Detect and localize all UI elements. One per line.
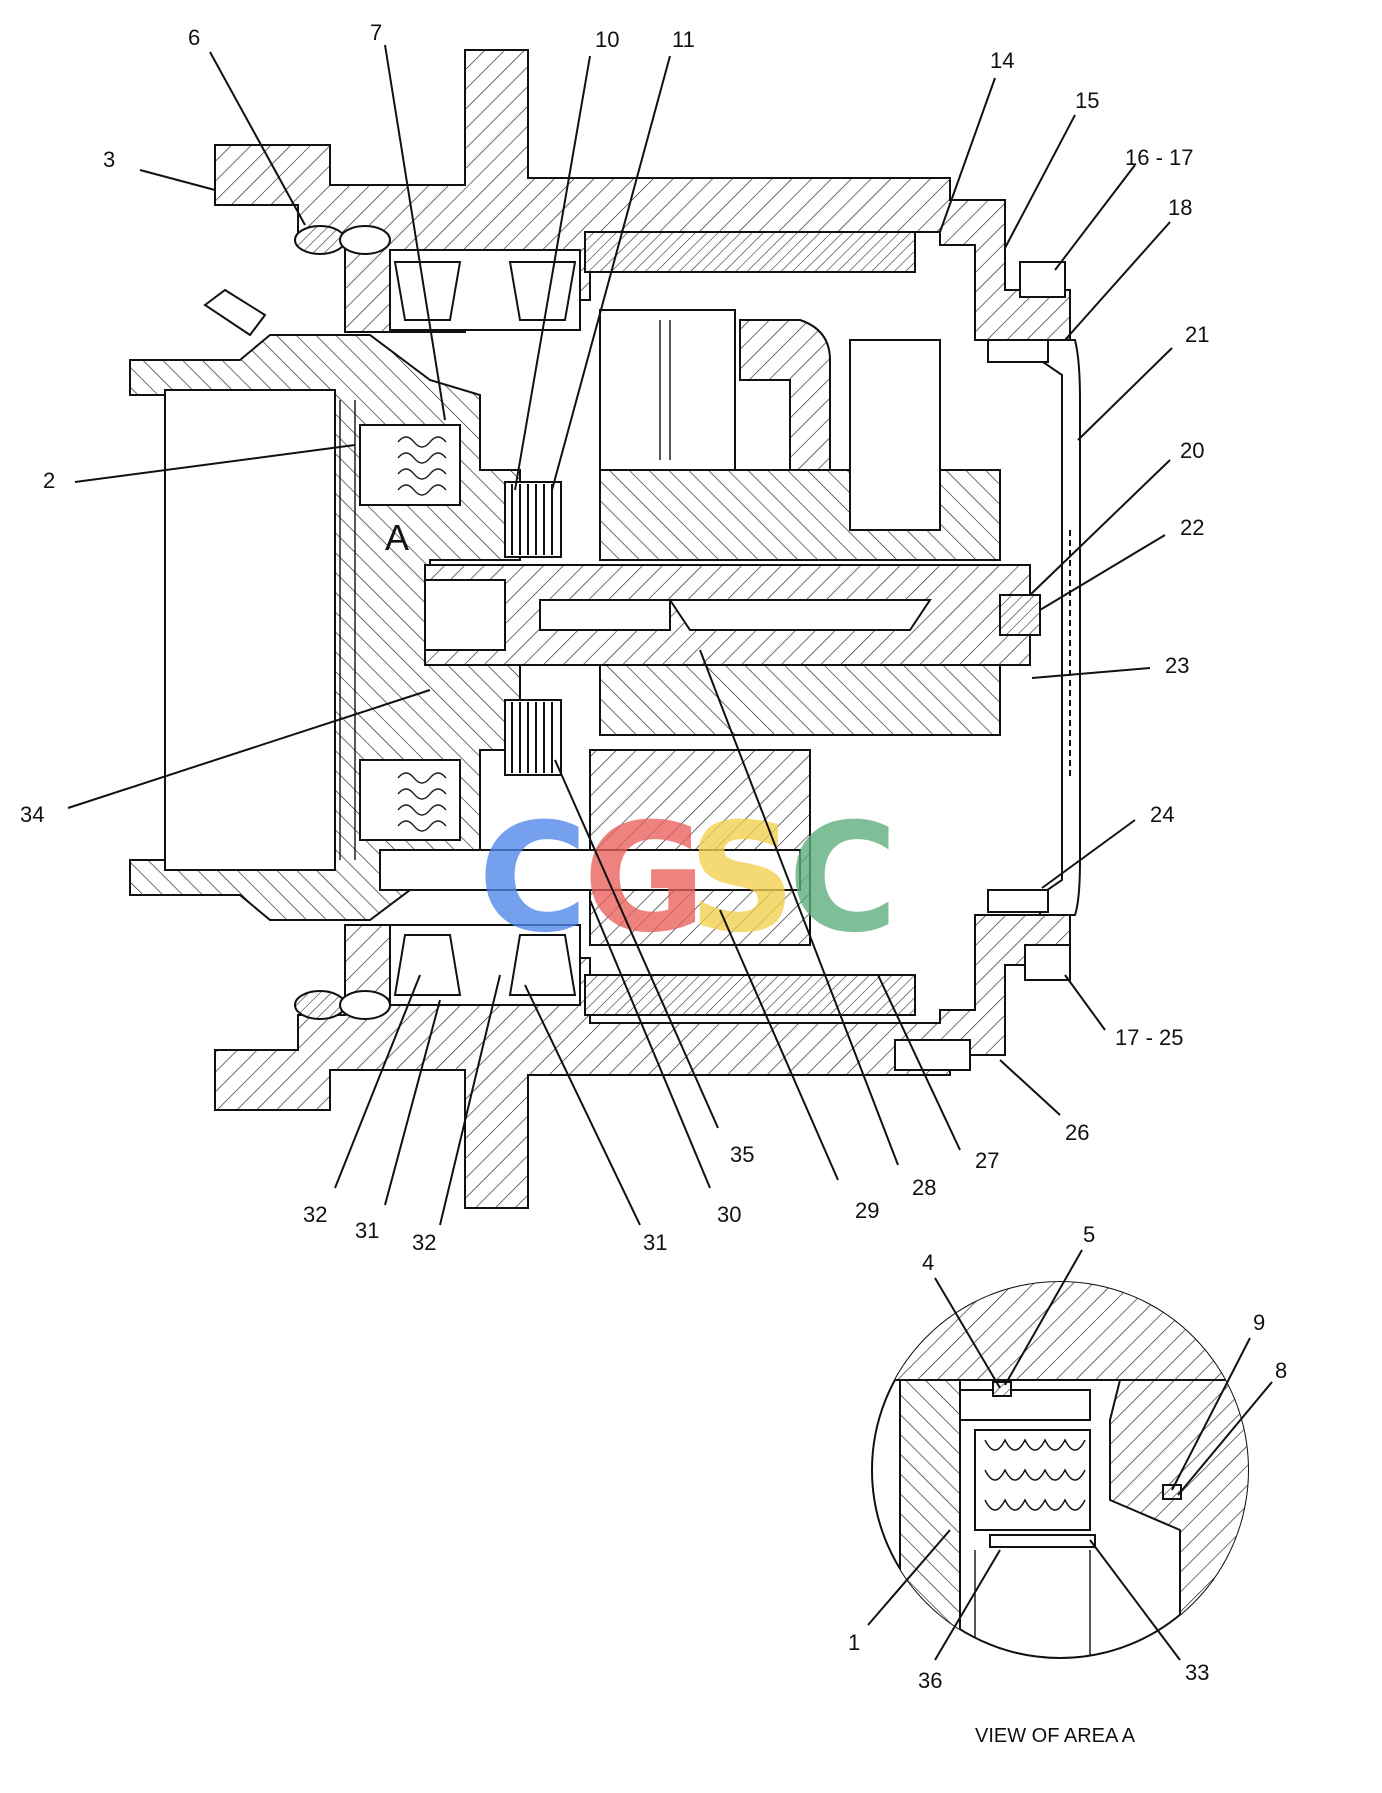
ring-gear-upper <box>584 231 916 273</box>
label-6: 6 <box>188 25 200 50</box>
bearing-upper <box>389 249 581 331</box>
watermark-letter-2: G <box>583 792 706 966</box>
plug-lower <box>1024 944 1071 981</box>
label-10: 10 <box>595 27 619 52</box>
label-16-17: 16 - 17 <box>1125 145 1194 170</box>
carrier-lower <box>599 664 1001 736</box>
label-17-25: 17 - 25 <box>1115 1025 1184 1050</box>
ring-gear-lower <box>584 974 916 1016</box>
label-33: 33 <box>1185 1660 1209 1685</box>
watermark: C G S C <box>478 792 898 966</box>
label-34: 34 <box>20 802 44 827</box>
label-23: 23 <box>1165 653 1189 678</box>
part-labels: 6 7 10 11 14 15 16 - 17 18 3 21 2 A 20 2… <box>20 20 1287 1747</box>
detail-caption: VIEW OF AREA A <box>975 1725 1136 1747</box>
label-2: 2 <box>43 468 55 493</box>
watermark-letter-4: C <box>788 792 898 966</box>
label-7: 7 <box>370 20 382 45</box>
brake-discs-upper <box>504 481 562 558</box>
planet-gear-upper <box>599 309 736 471</box>
label-32b: 32 <box>412 1230 436 1255</box>
spring-upper <box>397 436 447 496</box>
label-9: 9 <box>1253 1310 1265 1335</box>
label-27: 27 <box>975 1148 999 1173</box>
spring-lower <box>397 772 447 832</box>
detail-view-a <box>867 1249 1273 1661</box>
bolt-lower <box>987 889 1049 913</box>
label-15: 15 <box>1075 88 1099 113</box>
label-30: 30 <box>717 1202 741 1227</box>
label-31a: 31 <box>355 1218 379 1243</box>
label-31b: 31 <box>643 1230 667 1255</box>
label-36: 36 <box>918 1668 942 1693</box>
label-35: 35 <box>730 1142 754 1167</box>
label-3: 3 <box>103 147 115 172</box>
label-14: 14 <box>990 48 1014 73</box>
label-18: 18 <box>1168 195 1192 220</box>
leader-lines <box>67 44 1173 1226</box>
main-cross-section <box>129 49 1081 1209</box>
label-32a: 32 <box>303 1202 327 1227</box>
label-29: 29 <box>855 1198 879 1223</box>
label-5: 5 <box>1083 1222 1095 1247</box>
label-1: 1 <box>848 1630 860 1655</box>
label-21: 21 <box>1185 322 1209 347</box>
watermark-letter-3: S <box>688 792 796 966</box>
brake-discs-lower <box>504 699 562 776</box>
brake-piston-lower <box>359 759 461 841</box>
label-28: 28 <box>912 1175 936 1200</box>
bolt-upper <box>987 339 1049 363</box>
housing-upper <box>214 49 1071 341</box>
label-22: 22 <box>1180 515 1204 540</box>
planet-gear-lower <box>589 749 811 946</box>
bearing-lower <box>389 924 581 1006</box>
label-8: 8 <box>1275 1358 1287 1383</box>
label-4: 4 <box>922 1250 934 1275</box>
sun-carrier-upper <box>739 319 831 471</box>
seal-upper <box>294 225 391 255</box>
bolt-26 <box>894 1039 971 1071</box>
shaft-end <box>424 579 506 651</box>
spindle-bore <box>164 389 336 871</box>
label-26: 26 <box>1065 1120 1089 1145</box>
planet-gear2-upper <box>849 339 941 531</box>
watermark-letter-1: C <box>478 792 588 966</box>
end-cover <box>1039 339 1081 916</box>
label-11: 11 <box>672 27 695 52</box>
brake-piston-upper <box>359 424 461 506</box>
label-24: 24 <box>1150 802 1174 827</box>
detail-spring <box>984 1438 1086 1511</box>
label-20: 20 <box>1180 438 1204 463</box>
seal-lower <box>294 990 391 1020</box>
label-A: A <box>385 517 409 558</box>
